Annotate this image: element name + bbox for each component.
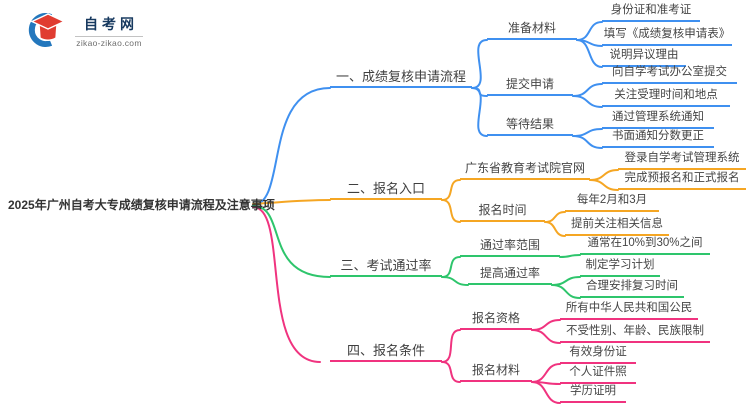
leaf-label: 关注受理时间和地点	[602, 87, 730, 107]
leaf-label: 合理安排复习时间	[580, 278, 684, 298]
leaf-label: 有效身份证	[560, 344, 636, 364]
subtopic-label: 准备材料	[487, 20, 577, 40]
subtopic-label: 提高通过率	[468, 265, 552, 285]
leaf-label: 完成预报名和正式报名	[618, 170, 746, 190]
mindmap-root: 2025年广州自考大专成绩复核申请流程及注意事项	[8, 197, 275, 212]
leaf-label: 每年2月和3月	[565, 192, 659, 212]
leaf-label: 说明异议理由	[602, 47, 686, 67]
leaf-label: 登录自学考试管理系统	[618, 150, 746, 170]
logo-domain: zikao-zikao.com	[76, 38, 142, 48]
leaf-label: 通常在10%到30%之间	[580, 235, 710, 255]
leaf-label: 身份证和准考证	[602, 2, 700, 22]
subtopic-label: 通过率范围	[460, 237, 560, 257]
subtopic-label: 等待结果	[487, 116, 573, 136]
leaf-label: 学历证明	[560, 383, 626, 403]
logo-title: 自考网	[84, 16, 138, 32]
subtopic-label: 报名资格	[460, 310, 532, 330]
site-logo: 自考网 zikao-zikao.com	[28, 12, 143, 50]
leaf-label: 不受性别、年龄、民族限制	[560, 323, 710, 343]
leaf-label: 个人证件照	[560, 364, 636, 384]
leaf-label: 填写《成绩复核申请表》	[602, 26, 732, 46]
leaf-label: 书面通知分数更正	[602, 128, 714, 148]
leaf-label: 向自学考试办公室提交	[602, 64, 737, 84]
branch-2-label: 二、报名入口	[330, 180, 442, 200]
branch-1-label: 一、成绩复核申请流程	[330, 68, 472, 88]
branch-3-label: 三、考试通过率	[330, 257, 442, 277]
subtopic-label: 报名时间	[460, 202, 545, 222]
leaf-label: 制定学习计划	[580, 257, 660, 277]
leaf-label: 通过管理系统通知	[602, 109, 714, 129]
leaf-label: 所有中华人民共和国公民	[560, 300, 698, 320]
graduation-cap-icon	[28, 13, 66, 47]
subtopic-label: 广东省教育考试院官网	[460, 160, 590, 180]
branch-4-label: 四、报名条件	[330, 342, 442, 362]
subtopic-label: 报名材料	[460, 362, 532, 382]
subtopic-label: 提交申请	[487, 76, 573, 96]
logo-divider	[75, 36, 143, 37]
leaf-label: 提前关注相关信息	[565, 216, 669, 236]
